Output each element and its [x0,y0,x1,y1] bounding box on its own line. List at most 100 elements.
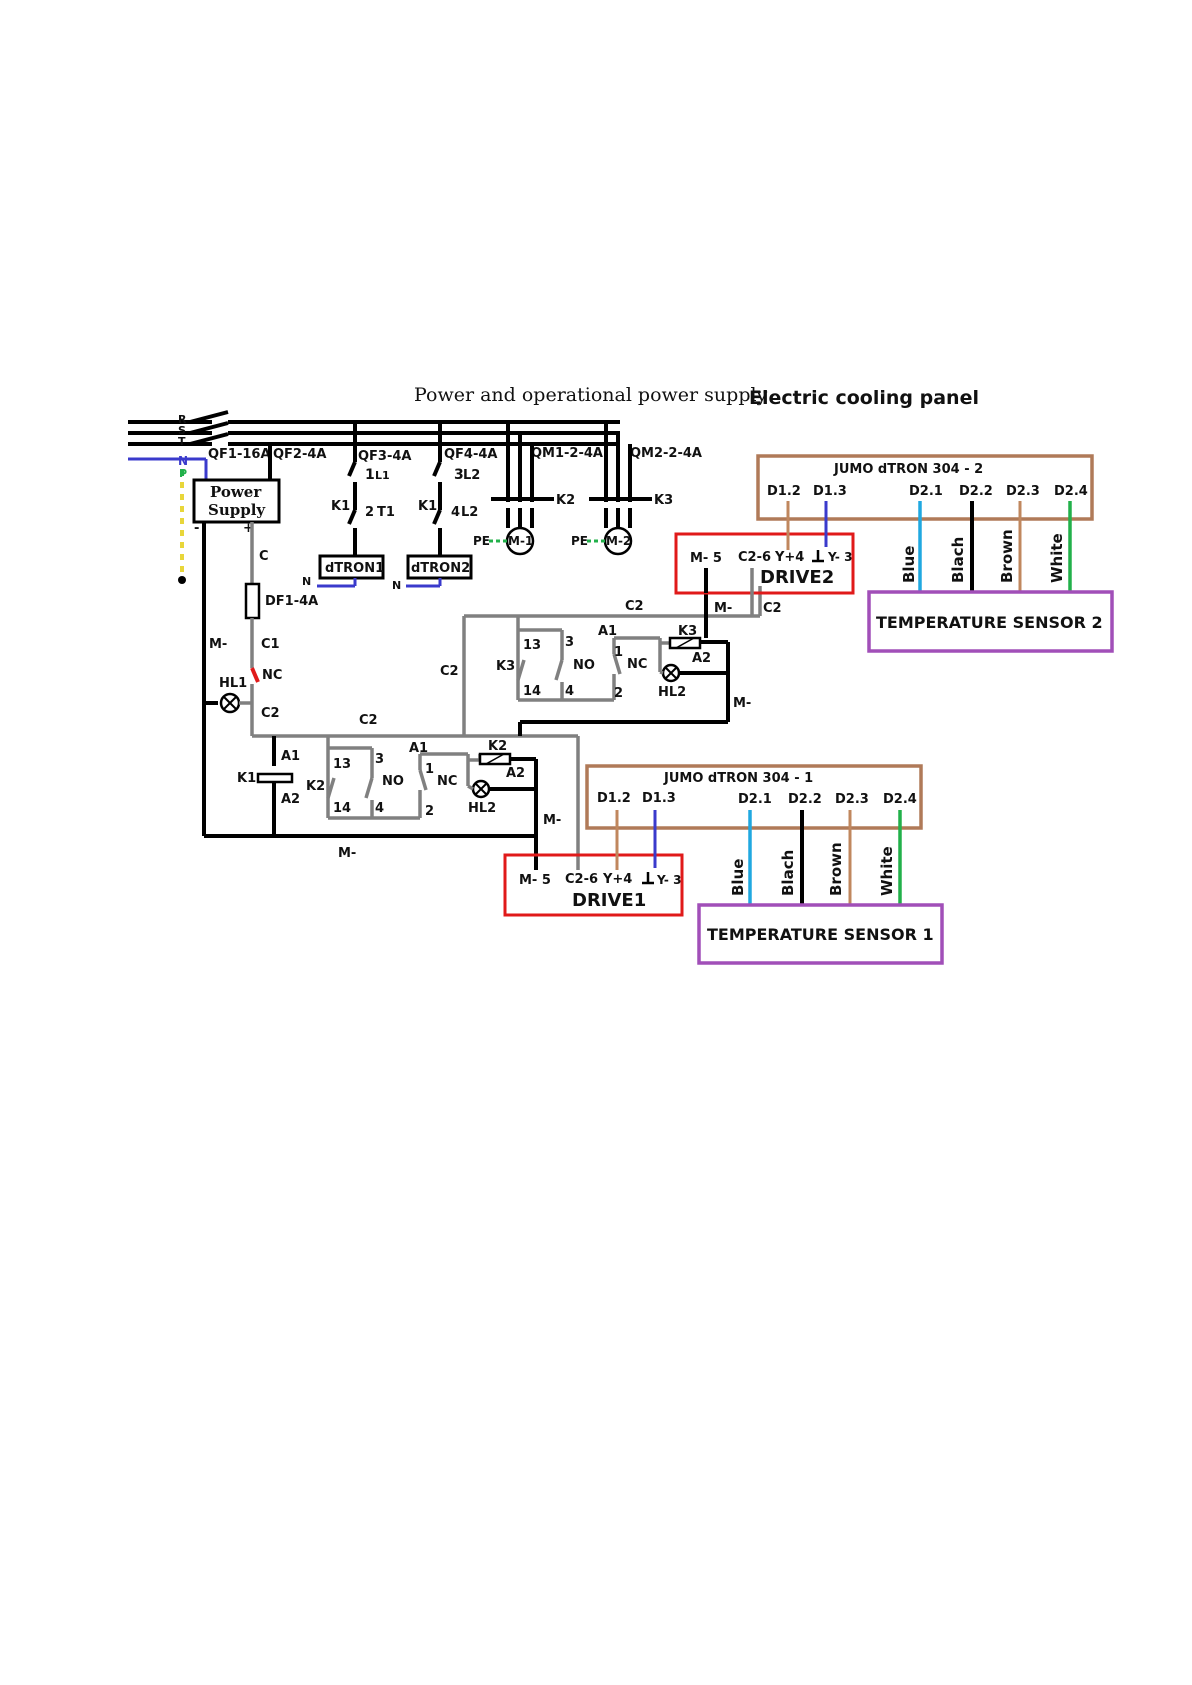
pin-14-lower: 14 [333,801,351,816]
c2-label-left: C2 [261,706,280,721]
term-t1: T1 [377,505,395,520]
hl2-label-lower: HL2 [468,801,496,816]
c1-label: C1 [261,637,280,652]
pin-4-lower: 4 [375,801,384,816]
hl1-label: HL1 [219,676,247,691]
jumo1-pin-d13: D1.3 [642,791,676,806]
drive2-box [674,532,855,595]
jumo1-pin-d23: D2.3 [835,792,869,807]
k3-coil-label: K3 [678,624,697,639]
pe-label-m2: PE [571,534,588,548]
sensor1-wire-white: White [878,846,896,896]
drive1-m-terminal: M- 5 [519,873,551,888]
diagram-title-left: Power and operational power supply [414,384,768,406]
k3-no-contacts [516,616,614,702]
k1-label-a: K1 [331,499,350,514]
k3-contact-label: K3 [496,659,515,674]
breaker-qf3-label: QF3-4A [358,449,411,464]
drive1-yminus-terminal: Y- 3 [656,873,681,887]
jumo2-pin-d22: D2.2 [959,484,993,499]
m-minus-label-left: M- [209,637,227,652]
sensor2-box [867,590,1114,653]
hl2-label-upper: HL2 [658,685,686,700]
jumo2-box [756,454,1094,521]
motor-m2-label: M-2 [606,534,631,548]
jumo1-pin-d24: D2.4 [883,792,917,807]
jumo2-pin-d23: D2.3 [1006,484,1040,499]
a2-label-k1: A2 [281,792,300,807]
jumo1-pin-d12: D1.2 [597,791,631,806]
drive2-name: DRIVE2 [760,567,834,588]
power-supply-minus: - [194,521,199,536]
k2-contact-label: K2 [306,779,325,794]
sensor1-wire-black: Blach [779,850,797,896]
a1-label-upper: A1 [598,624,617,639]
nc-label-lower: NC [437,774,457,789]
fuse-df1 [244,582,261,620]
sensor1-box [697,903,944,965]
sensor1-label: TEMPERATURE SENSOR 1 [707,925,934,944]
a1-label-k1: A1 [281,749,300,764]
a2-label-lower: A2 [506,766,525,781]
jumo1-pin-d21: D2.1 [738,792,772,807]
c2-label-mid: C2 [359,713,378,728]
term-2: 2 [365,505,374,520]
motor-m1-branch [489,422,554,556]
protective-label: P [179,467,187,480]
k1-coil-label: K1 [237,771,256,786]
coil-k1 [256,772,294,784]
breaker-qf4-label: QF4-4A [444,447,497,462]
term-l1: L1 [375,469,390,482]
a1-label-lower: A1 [409,741,428,756]
breaker-qm2-label: QM2-2-4A [630,446,702,461]
neutral-label: N [178,454,188,468]
drive2-yminus-terminal: Y- 3 [827,550,852,564]
k2-no-contacts [326,736,420,820]
pin-3-upper: 3 [565,635,574,650]
neutral-label-dtron2: N [392,579,401,592]
sensor1-wire-blue: Blue [729,859,747,896]
sensor2-wire-brown: Brown [998,529,1016,583]
term-l2-b: L2 [461,505,478,520]
power-supply-label-2: Supply [208,501,266,519]
drive2-c-terminal: C2-6 [738,550,771,565]
a2-label-upper: A2 [692,651,711,666]
dtron2-label: dTRON2 [411,561,470,576]
k2-coil-label: K2 [488,739,507,754]
motor-m2-branch [587,422,652,556]
pin-4-upper: 4 [565,684,574,699]
jumo1-box [585,764,923,830]
c-label: C [259,549,269,564]
k3-label-motor: K3 [654,493,673,508]
breaker-qf2-label: QF2-4A [273,447,326,462]
power-supply-box [192,478,281,524]
jumo2-pin-d13: D1.3 [813,484,847,499]
m-minus-label-right: M- [733,696,751,711]
c2-label-top: C2 [625,599,644,614]
jumo1-title: JUMO dTRON 304 - 1 [663,771,813,786]
nc-label-estop: NC [262,668,282,683]
drive2-m-terminal: M- 5 [690,551,722,566]
dtron1-box [318,554,385,580]
pin-3-lower: 3 [375,752,384,767]
jumo1-pin-d22: D2.2 [788,792,822,807]
term-4: 4 [451,505,460,520]
c2-label-vertical: C2 [440,664,459,679]
sensor2-wire-black: Blach [949,537,967,583]
main-bus [128,410,620,446]
m-minus-label-drive1: M- [543,813,561,828]
term-3: 3 [454,467,464,483]
power-supply-plus: + [243,521,254,536]
neutral-label-dtron1: N [302,575,311,588]
motor-m1-label: M-1 [508,534,533,548]
k2-nc-circuit [418,752,538,836]
term-1: 1 [365,467,375,483]
c2-label-drive2: C2 [763,601,782,616]
pin-13-lower: 13 [333,757,351,772]
pin-1-lower: 1 [425,762,434,777]
fuse-df1-label: DF1-4A [265,594,318,609]
phase-label-r: R [178,413,187,426]
term-l2: L2 [463,468,480,483]
k1-label-b: K1 [418,499,437,514]
